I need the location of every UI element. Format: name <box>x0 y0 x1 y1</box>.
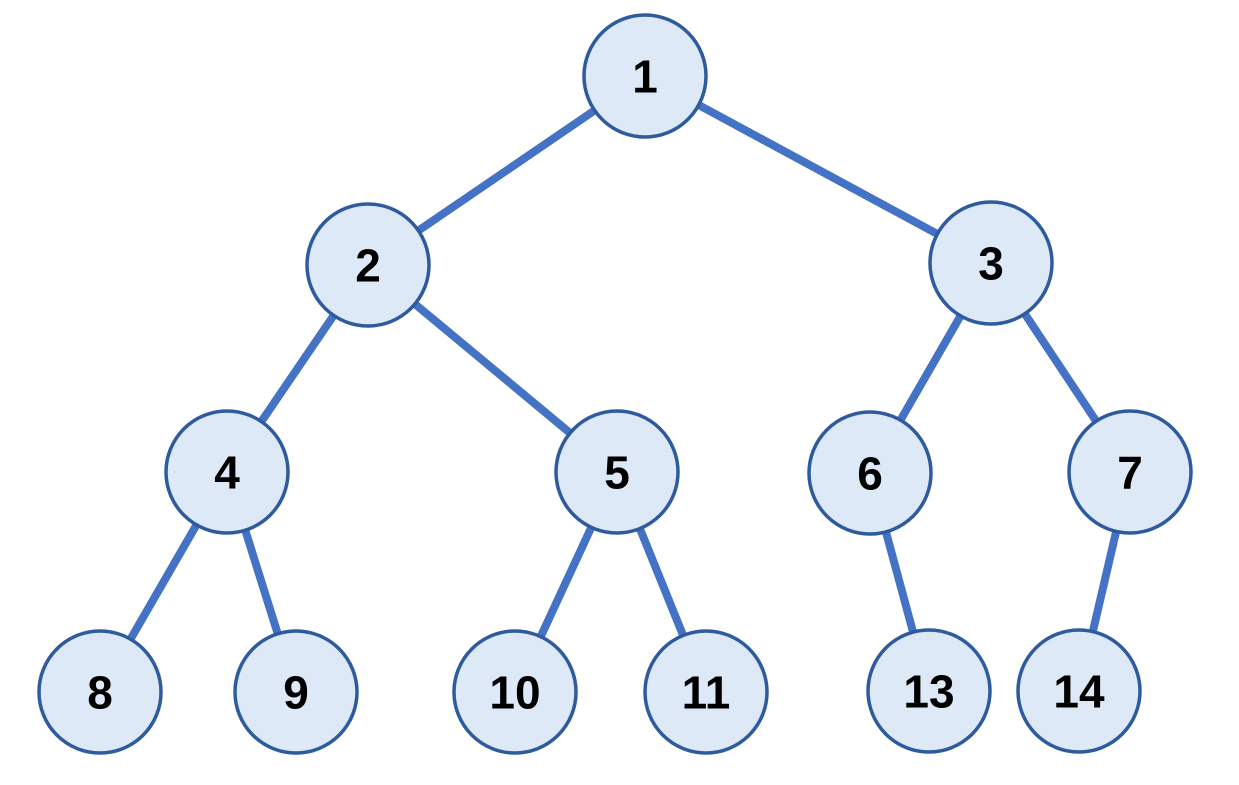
tree-node-label-1: 1 <box>632 51 658 103</box>
tree-node-label-14: 14 <box>1053 666 1105 718</box>
tree-node-label-9: 9 <box>283 667 309 719</box>
tree-node-circle-7 <box>1067 409 1193 535</box>
tree-node-circle-11 <box>643 629 769 755</box>
tree-node-2: 2 <box>305 202 431 328</box>
tree-node-label-10: 10 <box>489 667 540 719</box>
tree-node-circle-6 <box>807 410 933 536</box>
tree-node-label-8: 8 <box>87 667 113 719</box>
tree-node-circle-5 <box>554 409 680 535</box>
tree-edge-1-3 <box>643 72 993 267</box>
tree-node-label-7: 7 <box>1117 447 1143 499</box>
tree-node-label-4: 4 <box>214 447 240 499</box>
tree-node-circle-13 <box>866 628 992 754</box>
tree-node-14: 14 <box>1016 628 1142 754</box>
tree-node-label-5: 5 <box>604 447 630 499</box>
tree-node-10: 10 <box>452 629 578 755</box>
tree-node-circle-3 <box>928 200 1054 326</box>
tree-node-5: 5 <box>554 409 680 535</box>
tree-node-circle-10 <box>452 629 578 755</box>
tree-node-1: 1 <box>582 13 708 139</box>
tree-node-7: 7 <box>1067 409 1193 535</box>
tree-nodes-layer: 1 2 3 4 5 6 7 8 9 10 11 13 14 <box>37 13 1193 755</box>
tree-node-circle-2 <box>305 202 431 328</box>
tree-node-circle-9 <box>233 629 359 755</box>
tree-node-label-2: 2 <box>355 240 381 292</box>
tree-node-8: 8 <box>37 629 163 755</box>
tree-node-circle-1 <box>582 13 708 139</box>
tree-node-label-13: 13 <box>903 666 954 718</box>
tree-node-circle-8 <box>37 629 163 755</box>
tree-node-4: 4 <box>164 409 290 535</box>
tree-node-11: 11 <box>643 629 769 755</box>
tree-node-6: 6 <box>807 410 933 536</box>
tree-node-circle-14 <box>1016 628 1142 754</box>
tree-node-9: 9 <box>233 629 359 755</box>
tree-node-label-6: 6 <box>857 448 883 500</box>
tree-node-label-11: 11 <box>682 667 731 719</box>
tree-node-13: 13 <box>866 628 992 754</box>
tree-node-circle-4 <box>164 409 290 535</box>
tree-node-label-3: 3 <box>978 238 1004 290</box>
tree-node-3: 3 <box>928 200 1054 326</box>
tree-edges-layer <box>96 72 1134 694</box>
